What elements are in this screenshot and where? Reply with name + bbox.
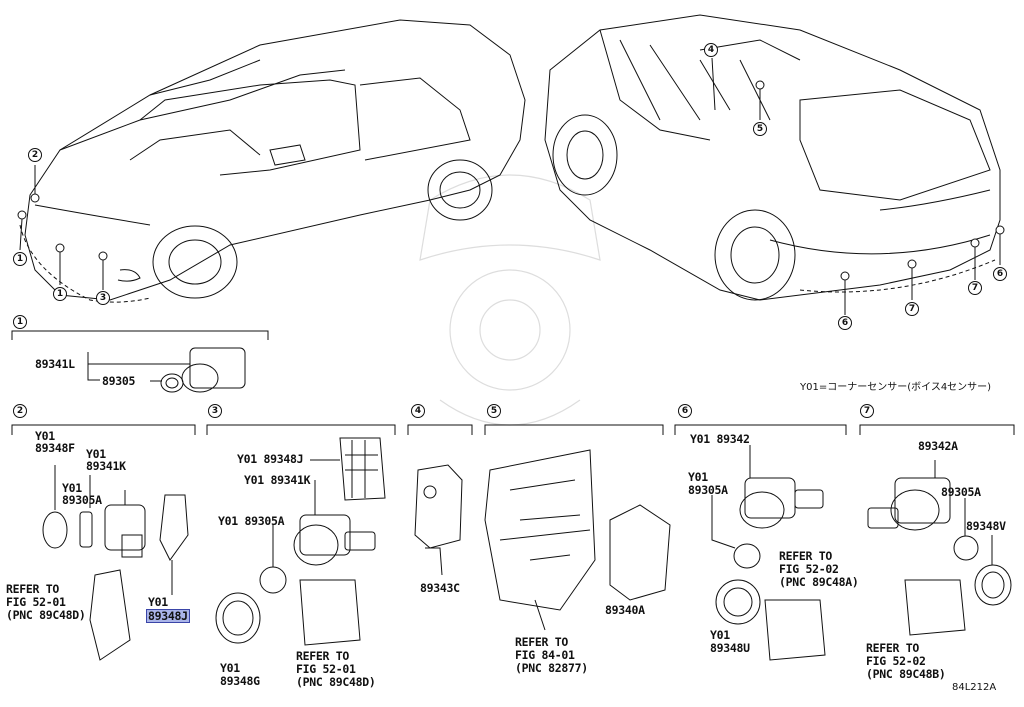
callout-7: 7 xyxy=(905,302,919,316)
callout-6: 6 xyxy=(838,316,852,330)
sensor-markers xyxy=(17,80,1005,281)
group-brackets xyxy=(11,330,1015,435)
ref-label[interactable]: FIG 52-01 xyxy=(296,662,356,676)
group-callout-4: 4 xyxy=(411,404,425,418)
ref-label: (PNC 89C48A) xyxy=(779,575,859,589)
part-label[interactable]: Y01 89348J xyxy=(237,452,304,466)
callout-4: 4 xyxy=(704,43,718,57)
part-label[interactable]: 89305A xyxy=(688,483,728,497)
part-bracket-and-89340A xyxy=(484,449,671,631)
ref-label[interactable]: FIG 52-02 xyxy=(779,562,839,576)
ref-label: REFER TO xyxy=(779,549,832,563)
part-label[interactable]: 89342A xyxy=(918,439,958,453)
part-label: Y01 xyxy=(710,628,730,642)
part-89341L-sensor-assembly xyxy=(87,347,246,393)
part-label[interactable]: 89348V xyxy=(966,519,1006,533)
watermark xyxy=(419,174,601,426)
legend-note: Y01=コーナーセンサー(ボイス4センサー) xyxy=(800,382,992,393)
group-callout-5: 5 xyxy=(487,404,501,418)
ref-label: REFER TO xyxy=(866,641,919,655)
group-callout-3: 3 xyxy=(208,404,222,418)
callout-1: 1 xyxy=(13,252,27,266)
part-label[interactable]: 89343C xyxy=(420,581,460,595)
group-callout-6: 6 xyxy=(678,404,692,418)
group2-parts xyxy=(42,465,189,661)
part-89343C-computer xyxy=(414,464,463,576)
part-label: Y01 xyxy=(86,447,106,461)
part-label[interactable]: Y01 89342 xyxy=(690,432,750,446)
ref-label[interactable]: FIG 84-01 xyxy=(515,648,575,662)
group3-parts xyxy=(215,437,386,646)
part-label[interactable]: 89348G xyxy=(220,674,260,688)
diagram-code: 84L212A xyxy=(952,682,997,693)
ref-label: (PNC 89C48D) xyxy=(296,675,376,689)
part-label: Y01 xyxy=(62,481,82,495)
callout-5: 5 xyxy=(753,122,767,136)
part-label-highlighted[interactable]: 89348J xyxy=(146,609,190,623)
part-label[interactable]: 89348F xyxy=(35,441,75,455)
rear-vehicle-illustration xyxy=(544,14,1001,301)
callout-2: 2 xyxy=(28,148,42,162)
group7-parts xyxy=(867,460,1012,636)
part-label[interactable]: Y01 89305A xyxy=(218,514,285,528)
ref-label: REFER TO xyxy=(515,635,568,649)
part-label: Y01 xyxy=(35,429,55,443)
group-callout-2: 2 xyxy=(13,404,27,418)
part-label[interactable]: 89341K xyxy=(86,459,126,473)
part-label: Y01 xyxy=(148,595,168,609)
ref-label: REFER TO xyxy=(6,582,59,596)
callout-3: 3 xyxy=(96,291,110,305)
part-label[interactable]: 89341L xyxy=(35,357,75,371)
callout-6: 6 xyxy=(993,267,1007,281)
part-label: Y01 xyxy=(688,470,708,484)
ref-label: (PNC 89C48B) xyxy=(866,667,946,681)
group-callout-1: 1 xyxy=(13,315,27,329)
part-label: Y01 xyxy=(220,661,240,675)
ref-label: REFER TO xyxy=(296,649,349,663)
callout-1: 1 xyxy=(53,287,67,301)
part-label[interactable]: 89305A xyxy=(62,493,102,507)
ref-label: (PNC 82877) xyxy=(515,661,588,675)
ref-label: (PNC 89C48D) xyxy=(6,608,86,622)
part-label[interactable]: 89305 xyxy=(102,374,136,388)
leader-lines xyxy=(19,57,1001,315)
part-label[interactable]: 89348U xyxy=(710,641,750,655)
part-label[interactable]: 89305A xyxy=(941,485,981,499)
callout-7: 7 xyxy=(968,281,982,295)
group-callout-7: 7 xyxy=(860,404,874,418)
ref-label[interactable]: FIG 52-02 xyxy=(866,654,926,668)
group6-parts xyxy=(711,445,826,661)
part-label[interactable]: Y01 89341K xyxy=(244,473,311,487)
part-label[interactable]: 89340A xyxy=(605,603,645,617)
ref-label[interactable]: FIG 52-01 xyxy=(6,595,66,609)
front-vehicle-illustration xyxy=(19,19,526,303)
